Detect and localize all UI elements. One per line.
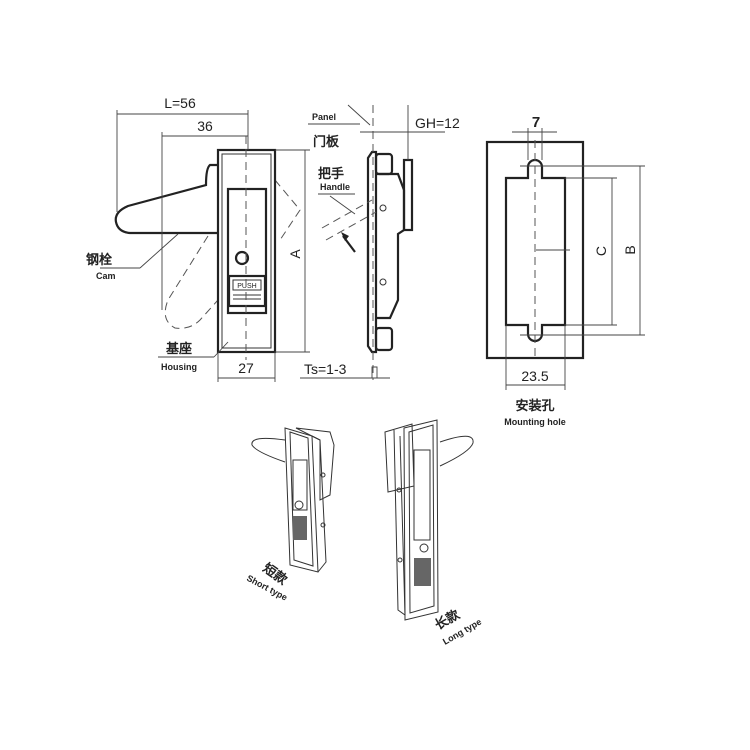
housing-side: [311, 435, 327, 573]
dim-27: 27: [238, 360, 254, 376]
rivet: [396, 487, 402, 493]
push-label-frame: [232, 279, 262, 291]
handle: [439, 435, 474, 467]
handle-outline: [114, 163, 218, 235]
handle-label-en: Handle: [320, 182, 350, 192]
latch-body: [376, 172, 406, 320]
front-view: PUSH L=56 36 A 27 钢栓 Cam 基座 Housing: [86, 95, 310, 382]
housing-side: [393, 429, 406, 616]
dim-C: C: [593, 246, 609, 256]
long-type-illustration: 长款 Long type: [384, 419, 483, 647]
housing-label-en: Housing: [161, 362, 197, 372]
side-housing: [366, 150, 378, 354]
housing-face: [403, 419, 439, 621]
dim-GH: GH=12: [415, 115, 460, 131]
handle-label-cn: 把手: [318, 166, 344, 182]
handle-open-ghost: [321, 199, 377, 241]
push-button: [414, 558, 431, 586]
panel-leader-line: [347, 104, 371, 126]
dim-23-5: 23.5: [521, 368, 548, 384]
cam-label-en: Cam: [96, 271, 116, 281]
cam-label-cn: 钢栓: [86, 252, 112, 268]
push-label: PUSH: [237, 283, 256, 290]
rivet: [320, 472, 326, 478]
cam-bar: [402, 158, 414, 232]
dim-Ts: Ts=1-3: [304, 361, 347, 377]
push-arrow-icon: [341, 232, 349, 241]
rivet: [397, 557, 403, 563]
handle-leader-line: [329, 195, 356, 215]
housing-face: [284, 427, 319, 573]
dim-L: L=56: [164, 95, 196, 111]
dim-7: 7: [532, 114, 540, 131]
key-hole-icon: [234, 250, 250, 266]
short-type-illustration: 短款 Short type: [245, 427, 335, 603]
key-hole-icon: [419, 543, 429, 553]
window: [292, 459, 308, 511]
mounting-hole-view: 7 B C 23.5 安装孔 Mounting hole: [485, 114, 645, 427]
mounting-hole-title-en: Mounting hole: [504, 417, 565, 427]
push-button: [293, 516, 307, 540]
handle-rotated-ghost-right: [274, 179, 301, 241]
panel-label-en: Panel: [312, 112, 336, 122]
dim-B: B: [622, 245, 638, 254]
panel-thickness-mark: [371, 366, 378, 378]
side-view: Panel 门板 GH=12 把手 Handle Ts=1-3: [300, 104, 460, 380]
rivet: [320, 522, 326, 528]
mounting-hole-title-cn: 安装孔: [515, 398, 554, 414]
housing-inner-edge: [408, 424, 435, 614]
handle: [251, 437, 286, 463]
rivet: [379, 278, 387, 286]
cam-leader-line: [139, 233, 179, 269]
handle-rotated-ghost: [164, 235, 219, 329]
housing-leader-line: [213, 341, 229, 358]
bottom-fastener: [374, 326, 394, 352]
dim-36: 36: [197, 118, 213, 134]
housing-label-cn: 基座: [165, 341, 192, 357]
key-hole-icon: [294, 500, 304, 510]
window: [413, 449, 431, 541]
top-fastener: [374, 152, 394, 176]
window: [226, 187, 268, 315]
panel-label-cn: 门板: [313, 134, 340, 150]
housing-inner-edge: [289, 431, 314, 567]
back-bracket: [295, 427, 335, 501]
dim-A: A: [287, 249, 303, 259]
push-button: [227, 274, 267, 308]
rivet: [379, 204, 387, 212]
